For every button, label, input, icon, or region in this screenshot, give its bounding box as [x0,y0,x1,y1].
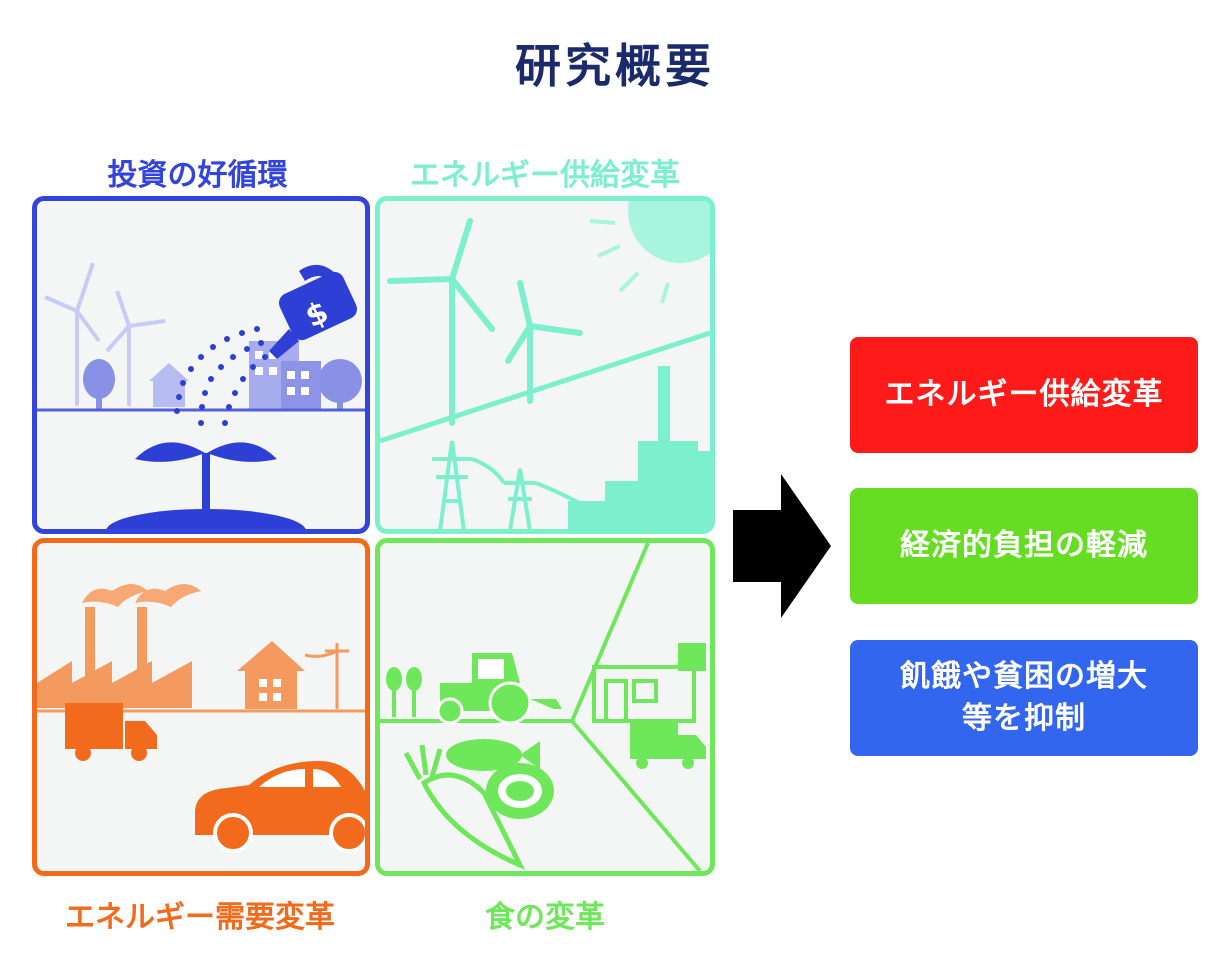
sun-rays-icon [589,219,670,304]
sun-icon [628,201,710,263]
truck-icon [630,723,706,769]
wind-turbine-icon [44,262,166,406]
smoke-icon [82,584,201,607]
meat-icon [486,763,554,819]
house-icon [149,363,189,407]
right-arrow-icon [733,474,831,618]
truck-icon [65,703,157,761]
label-supply: エネルギー供給変革 [410,158,680,193]
building-icon [249,341,321,409]
panel-food [375,538,715,876]
panel-investment: $ [32,196,370,534]
outcome-energy-supply: エネルギー供給変革 [850,337,1198,453]
plant-icon [386,667,422,717]
outcome-hunger-poverty: 飢餓や貧困の増大等を抑制 [850,640,1198,756]
sprout-icon [106,442,306,529]
label-food: 食の変革 [485,900,605,935]
factory-icon [568,366,710,529]
watering-can-icon [269,264,357,359]
demand-illustration [37,584,365,853]
supply-illustration [380,201,710,529]
panel-supply [375,196,715,534]
utility-pole-icon [304,643,349,709]
car-icon [195,761,365,853]
tree-icon [83,359,362,409]
outcome-economic-burden: 経済的負担の軽減 [850,488,1198,604]
label-investment: 投資の好循環 [107,158,288,193]
panel-demand [32,538,370,876]
label-demand: エネルギー需要変革 [65,900,335,935]
store-icon [592,665,696,723]
house-icon [237,641,305,709]
wind-turbine-icon [387,218,583,426]
carrot-icon [403,744,526,870]
power-tower-icon [432,440,588,529]
investment-illustration: $ [37,262,365,529]
water-drops-icon [174,326,268,426]
tractor-icon [436,653,562,725]
page-title: 研究概要 [515,39,715,93]
fish-icon [446,739,540,771]
factory-icon [37,607,192,708]
food-illustration [380,543,706,871]
